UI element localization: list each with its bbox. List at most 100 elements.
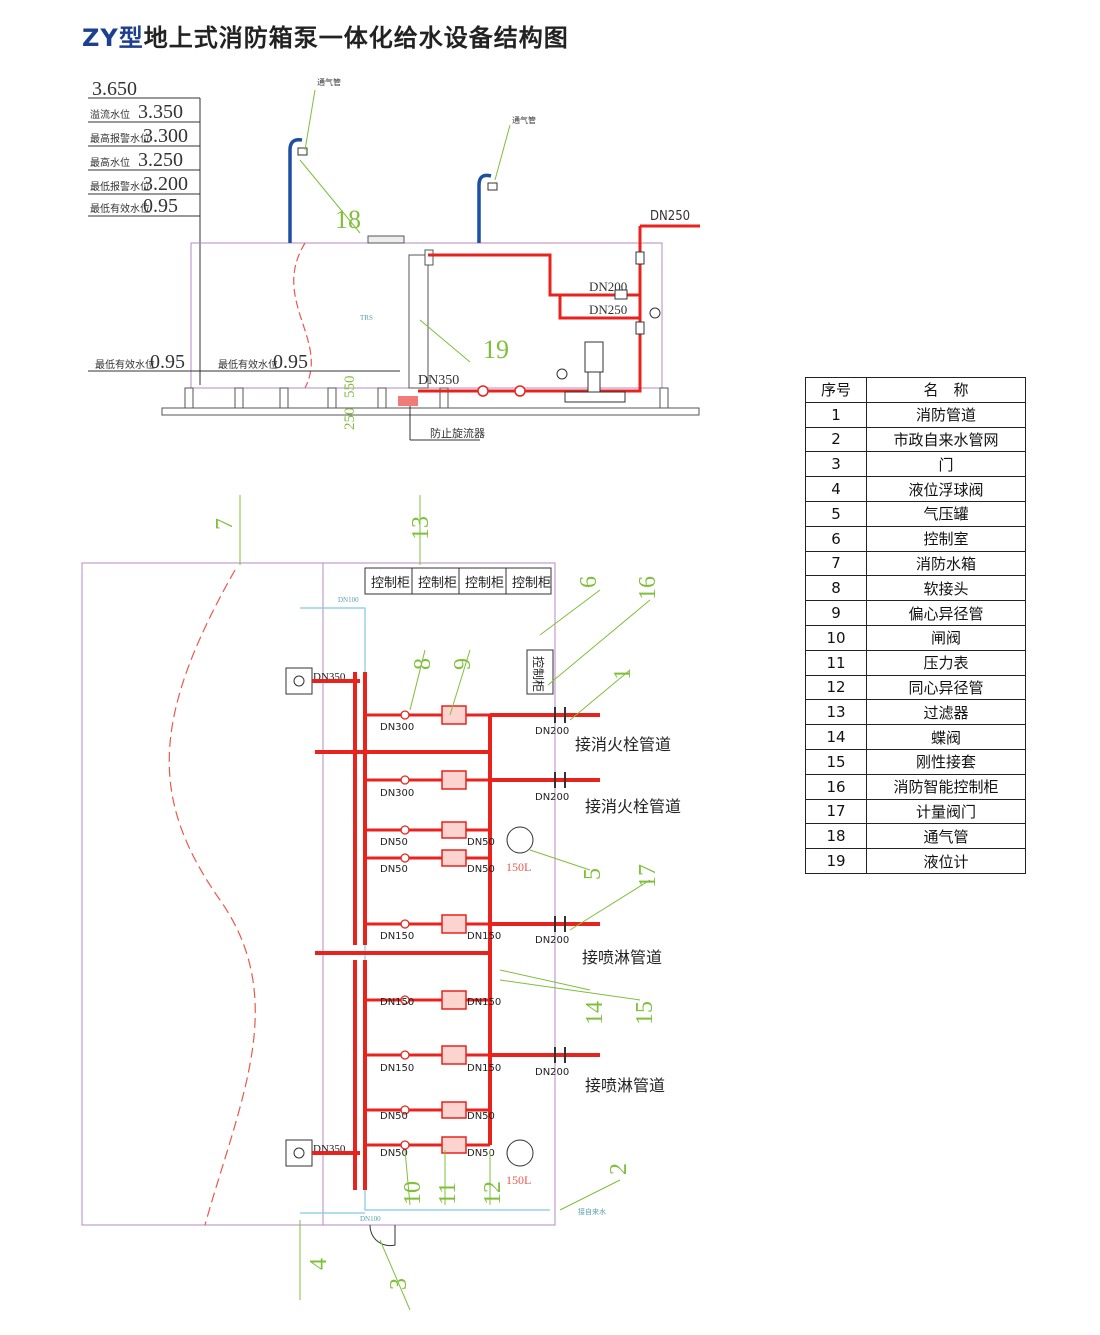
legend-name: 消防管道 (866, 401, 1026, 428)
legend-number: 8 (805, 575, 867, 602)
dim-550: 550 (342, 376, 358, 399)
dn250b-label: DN250 (589, 302, 627, 317)
callout-17: 17 (635, 864, 661, 888)
legend-number: 1 (805, 401, 867, 428)
legend-header-no: 序号 (805, 377, 867, 403)
legend-name: 消防智能控制柜 (866, 773, 1026, 800)
callout-3: 3 (386, 1278, 412, 1290)
dn-label: DN50 (467, 1148, 495, 1159)
callout-12: 12 (480, 1181, 506, 1205)
page-title: ZY型地上式消防箱泵一体化给水设备结构图 (82, 18, 569, 53)
legend-name: 偏心异径管 (866, 600, 1026, 626)
anti-vortex-label: 防止旋流器 (430, 426, 485, 440)
legend-number: 4 (805, 476, 867, 502)
elev-value: 0.95 (143, 195, 178, 217)
elev-label: 最高水位 (90, 156, 130, 169)
legend-name: 软接头 (866, 575, 1026, 602)
base-plate (161, 407, 700, 416)
callout-6: 6 (576, 576, 602, 588)
legend-number: 16 (805, 773, 867, 800)
legend-number: 3 (805, 451, 867, 478)
legend-header-name: 名 称 (866, 377, 1026, 403)
outlet-label: 接消火栓管道 (575, 735, 671, 754)
dn350-label: DN350 (418, 373, 459, 388)
legend-number: 15 (805, 748, 867, 775)
dn-label: DN50 (467, 837, 495, 848)
legend-name: 液位浮球阀 (866, 476, 1026, 502)
legend-name: 市政自来水管网 (866, 426, 1026, 453)
smart-control-cabinet (526, 649, 554, 695)
callout-4: 4 (306, 1258, 332, 1270)
dn-label: DN50 (380, 864, 408, 875)
pump (564, 341, 626, 403)
city-water-line (300, 607, 550, 1214)
legend-number: 14 (805, 724, 867, 750)
elev-label: 最低报警水位 (90, 180, 150, 193)
pump-branches (365, 713, 490, 1147)
plan-pipes (312, 672, 600, 1190)
legend-name: 过滤器 (866, 699, 1026, 726)
dn-label: DN300 (380, 722, 414, 733)
vent-label-1: 通气管 (317, 77, 341, 87)
control-cabinets: 控制柜 控制柜 控制柜 控制柜 (364, 567, 552, 595)
tank-volume-1: 150L (506, 860, 531, 874)
control-cabinet-label: 控制柜 (512, 575, 551, 590)
elev-label: 溢流水位 (90, 108, 130, 121)
dn200-label: DN200 (535, 726, 569, 737)
manhole (367, 235, 405, 244)
dn-label: DN50 (380, 837, 408, 848)
legend-number: 7 (805, 550, 867, 577)
legend-name: 压力表 (866, 649, 1026, 676)
legend-name: 通气管 (866, 823, 1026, 850)
vent-pipe-1 (288, 137, 303, 243)
elev-top: 3.650 (92, 78, 137, 100)
legend-number: 19 (805, 848, 867, 874)
door (369, 1224, 396, 1247)
legend-name: 门 (866, 451, 1026, 478)
callout-1: 1 (610, 668, 636, 680)
pressure-tank-1 (506, 826, 534, 854)
control-cabinet-label: 控制柜 (371, 575, 410, 590)
plan-break-line (168, 569, 256, 1226)
dn-label: DN50 (467, 1111, 495, 1122)
city-water-label: 接自来水 (578, 1207, 606, 1216)
legend-number: 18 (805, 823, 867, 850)
callout-7: 7 (212, 518, 238, 530)
dn250-label: DN250 (650, 209, 690, 224)
callout-14: 14 (582, 1001, 608, 1025)
elev-bottom-mid-label: 最低有效水位 (218, 358, 278, 371)
dn-label: DN300 (380, 788, 414, 799)
callout-15: 15 (632, 1001, 658, 1025)
control-cabinet-label: 控制柜 (418, 575, 457, 590)
legend-name: 消防水箱 (866, 550, 1026, 577)
control-cabinet-label: 控制柜 (465, 575, 504, 590)
legend-number: 10 (805, 624, 867, 651)
legend-number: 13 (805, 699, 867, 726)
section-view: 3.650 溢流水位 3.350 最高报警水位 3.300 最高水位 3.250… (88, 77, 700, 441)
legend-header: 序号 名 称 (805, 377, 1026, 403)
elev-bottom-left-label: 最低有效水位 (95, 358, 155, 371)
legend-number: 9 (805, 600, 867, 626)
pressure-tank-2 (506, 1139, 534, 1167)
callout-2: 2 (606, 1163, 632, 1175)
elev-label: 最低有效水位 (90, 202, 150, 215)
dim-250: 250 (342, 408, 358, 431)
outlet-label: 接喷淋管道 (585, 1076, 665, 1095)
callout-19: 19 (483, 335, 509, 364)
float-valve-top (285, 667, 313, 695)
dn100-top: DN100 (338, 596, 359, 604)
float-valve-bottom (285, 1139, 313, 1167)
callout-18: 18 (335, 205, 361, 234)
dn-label: DN50 (380, 1148, 408, 1159)
callout-9: 9 (450, 658, 476, 670)
